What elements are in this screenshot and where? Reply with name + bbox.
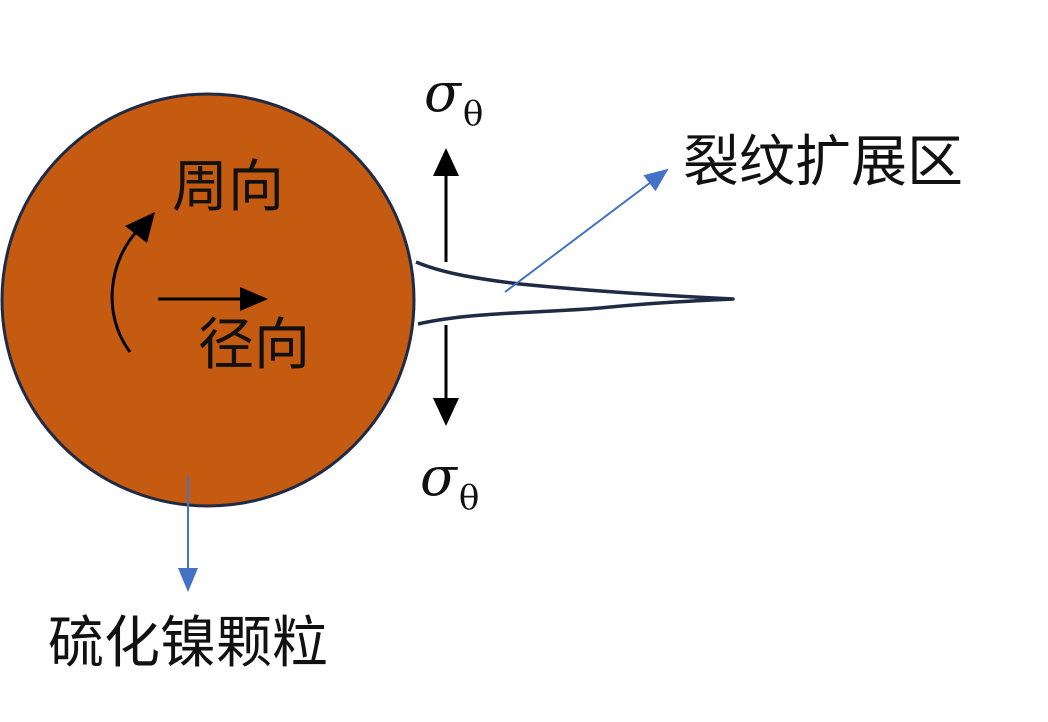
curved-arrow-icon [110, 212, 155, 353]
crack-zone-label: 裂纹扩展区 [683, 130, 963, 195]
particle-label: 硫化镍颗粒 [48, 611, 328, 676]
stress-arrow-up-icon [433, 148, 459, 262]
sigma-symbol: σ [420, 445, 457, 508]
theta-subscript: θ [462, 94, 484, 134]
theta-subscript: θ [458, 478, 480, 518]
right-arrow-icon [158, 287, 268, 311]
sigma-symbol: σ [424, 61, 461, 124]
radial-label: 径向 [198, 313, 310, 378]
circumferential-label: 周向 [172, 155, 284, 220]
crack-wedge [415, 260, 735, 326]
crack-zone-leader-arrow [504, 168, 669, 293]
stress-symbol-top: σθ [424, 66, 483, 132]
stress-symbol-bottom: σθ [420, 450, 479, 516]
stress-arrow-down-icon [433, 325, 459, 426]
